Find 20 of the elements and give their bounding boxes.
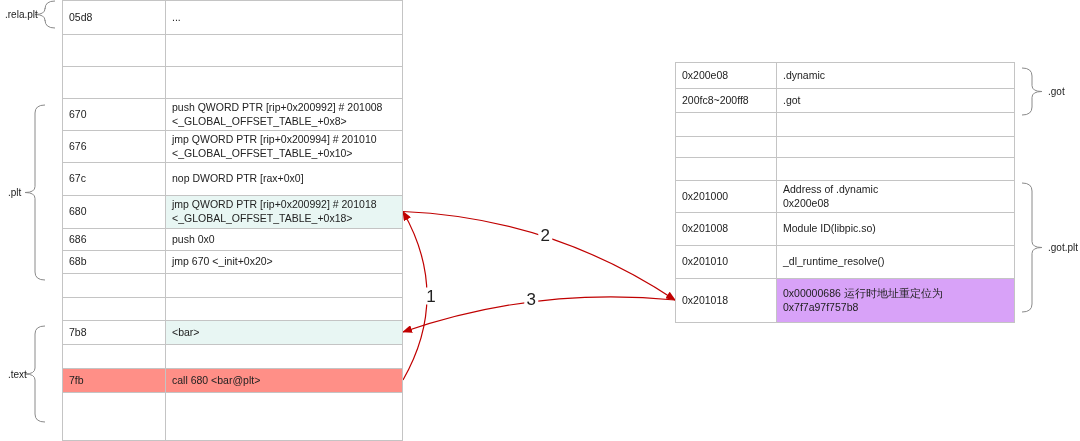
table-cell: 05d8 <box>62 0 166 35</box>
section-label: .rela.plt <box>5 9 38 20</box>
section-label: .got.plt <box>1048 242 1079 253</box>
edge-label: 1 <box>424 287 438 305</box>
section-label: .got <box>1048 86 1065 97</box>
table-cell: 0x00000686 运行时地址重定位为 0x7f7a97f757b8 <box>776 278 1015 323</box>
table-cell: 7fb <box>62 368 166 393</box>
arrow <box>402 296 676 333</box>
arrow <box>402 210 676 301</box>
table-cell: jmp QWORD PTR [rip+0x200992] # 201018 <_GLOBAL_OFFSET_TABLE_+0x18> <box>165 195 403 229</box>
section-label: .text <box>8 369 27 380</box>
arrow <box>402 210 428 381</box>
table-cell: 0x200e08 <box>675 62 777 89</box>
table-cell: <bar> <box>165 320 403 345</box>
edge-label: 2 <box>538 226 552 244</box>
section-label: .plt <box>8 187 22 198</box>
table-cell: call 680 <bar@plt> <box>165 368 403 393</box>
edge-label: 3 <box>524 290 538 308</box>
table-cell: ... <box>165 0 403 35</box>
table-cell: .dynamic <box>776 62 1015 89</box>
